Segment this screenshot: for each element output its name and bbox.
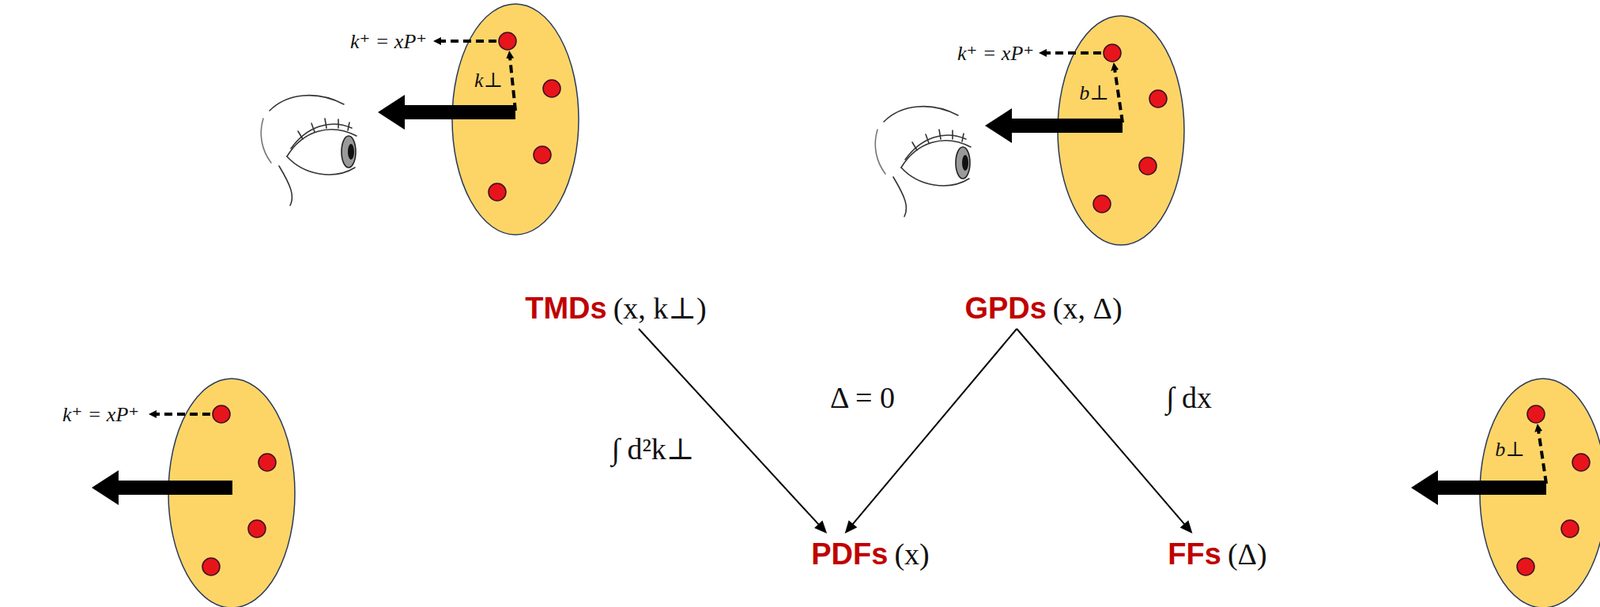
dashed-arrows xyxy=(154,412,211,416)
connector xyxy=(845,328,1017,534)
connector xyxy=(1016,328,1193,534)
node-arguments: (x, k⊥) xyxy=(613,290,707,326)
arrowhead xyxy=(1180,520,1193,534)
connector-line xyxy=(638,328,820,526)
node-arguments: (x) xyxy=(894,536,929,572)
node-name: FFs xyxy=(1167,537,1222,572)
node-arguments: (x, Δ) xyxy=(1052,290,1123,326)
annotation-label: k⊥ xyxy=(474,67,503,93)
dashed-arrows xyxy=(1045,52,1123,123)
connector-line xyxy=(852,328,1017,525)
momentum-arrow xyxy=(1411,470,1547,506)
annotation-label: b⊥ xyxy=(1079,80,1109,106)
annotation-label: b⊥ xyxy=(1494,437,1525,462)
eye xyxy=(875,106,971,217)
eye xyxy=(260,95,357,206)
arrowhead xyxy=(845,520,858,534)
momentum-arrow xyxy=(91,470,233,506)
node-arguments: (Δ) xyxy=(1227,536,1268,572)
edge-label: Δ = 0 xyxy=(827,380,898,416)
node-name: GPDs xyxy=(964,291,1046,326)
dashed-arrows xyxy=(1538,430,1547,484)
diagram-node: TMDs(x, k⊥) xyxy=(520,287,712,329)
annotation-label: k⁺ = xP⁺ xyxy=(350,29,427,54)
node-name: TMDs xyxy=(524,291,607,326)
connector-line xyxy=(1016,328,1185,525)
momentum-arrow xyxy=(377,94,516,130)
edge-label: ∫ d²k⊥ xyxy=(608,431,697,467)
diagram-node: GPDs(x, Δ) xyxy=(959,287,1127,329)
annotation-label: k⁺ = xP⁺ xyxy=(957,41,1034,66)
dashed-arrows xyxy=(439,41,516,111)
edge-label: ∫ dx xyxy=(1163,380,1215,416)
diagram-node: FFs(Δ) xyxy=(1162,533,1272,575)
annotation-label: k⁺ = xP⁺ xyxy=(62,402,140,427)
arrowhead xyxy=(814,520,827,534)
diagram-node: PDFs(x) xyxy=(806,533,934,575)
node-name: PDFs xyxy=(811,537,888,572)
momentum-arrow xyxy=(984,108,1123,144)
